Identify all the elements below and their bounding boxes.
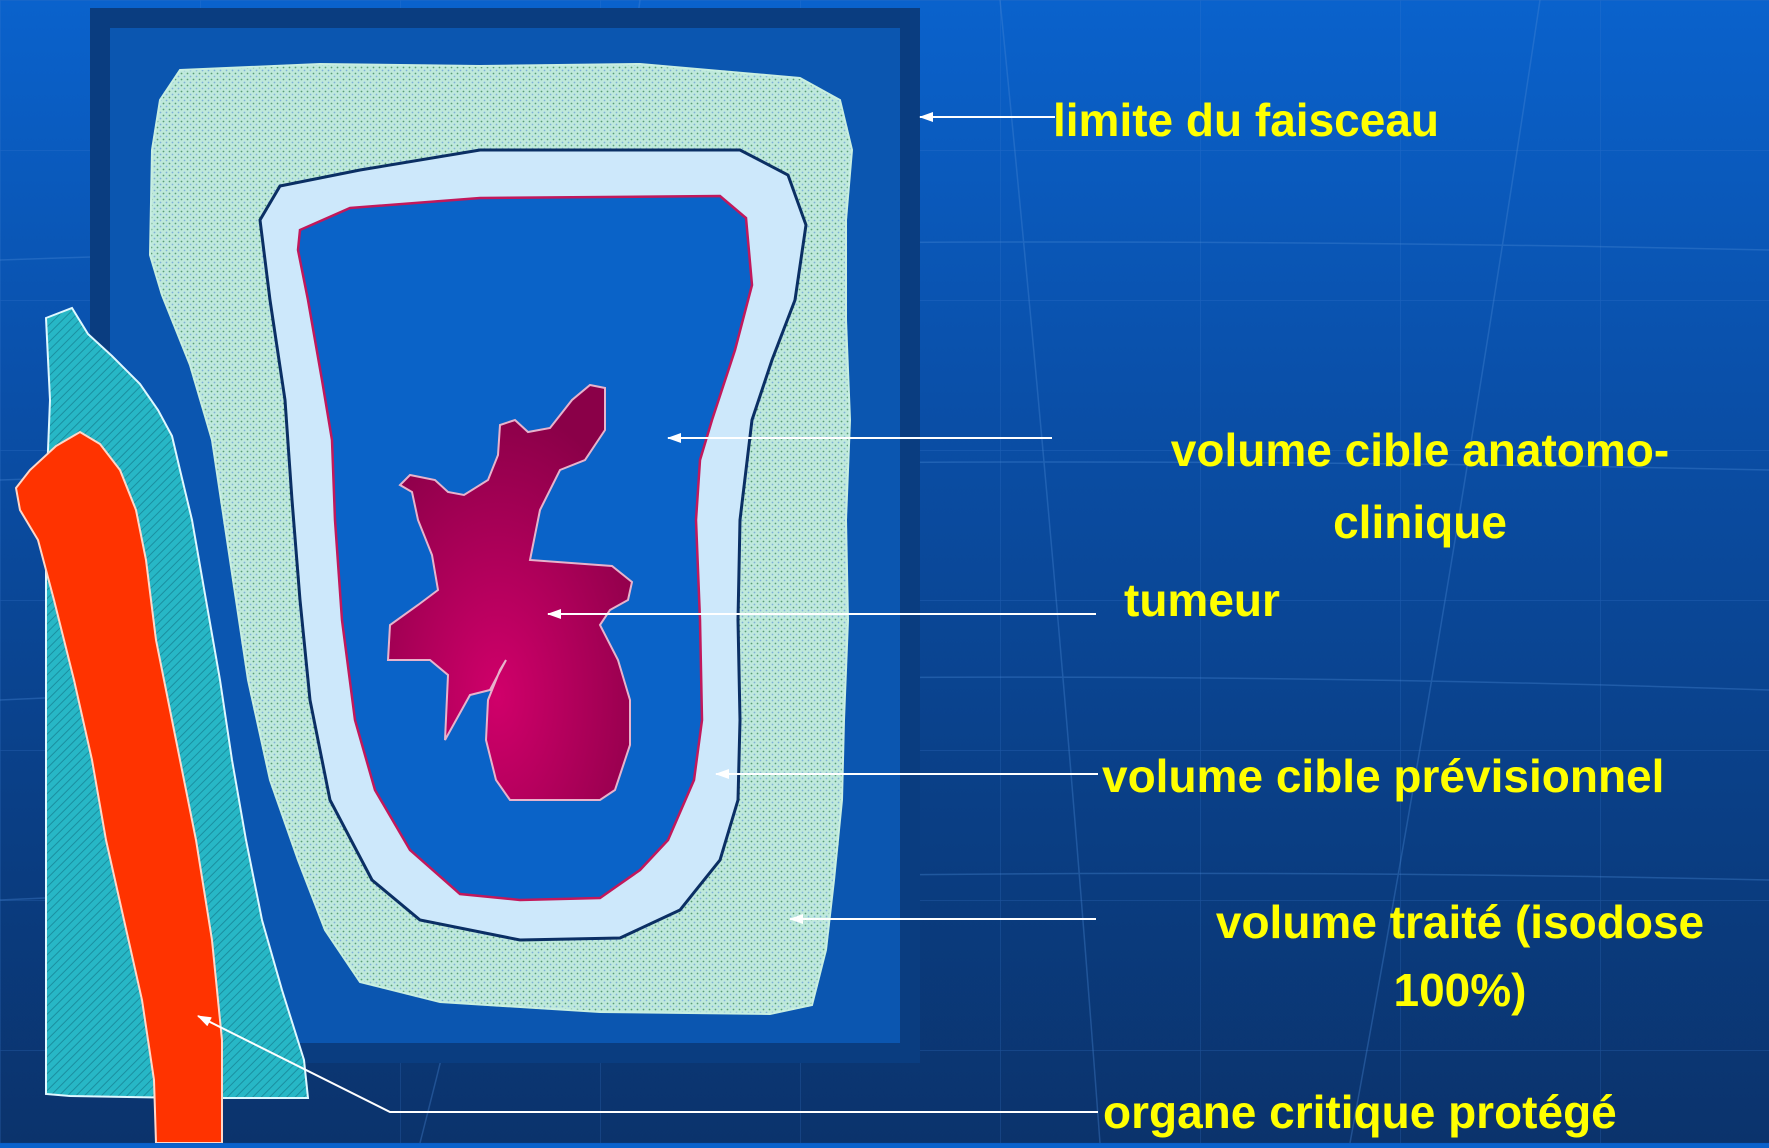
label-beam-limit: limite du faisceau bbox=[1053, 84, 1439, 156]
label-treated-volume-line1: volume traité (isodose bbox=[1160, 886, 1760, 958]
label-critical-organ: organe critique protégé bbox=[1103, 1076, 1617, 1148]
label-treated-volume-line2: 100%) bbox=[1160, 954, 1760, 1026]
label-tumor: tumeur bbox=[1124, 564, 1280, 636]
label-anatomo-clinical-target-line2: clinique bbox=[1110, 486, 1730, 558]
label-planned-target-volume: volume cible prévisionnel bbox=[1102, 740, 1664, 812]
label-anatomo-clinical-target-line1: volume cible anatomo- bbox=[1110, 414, 1730, 486]
